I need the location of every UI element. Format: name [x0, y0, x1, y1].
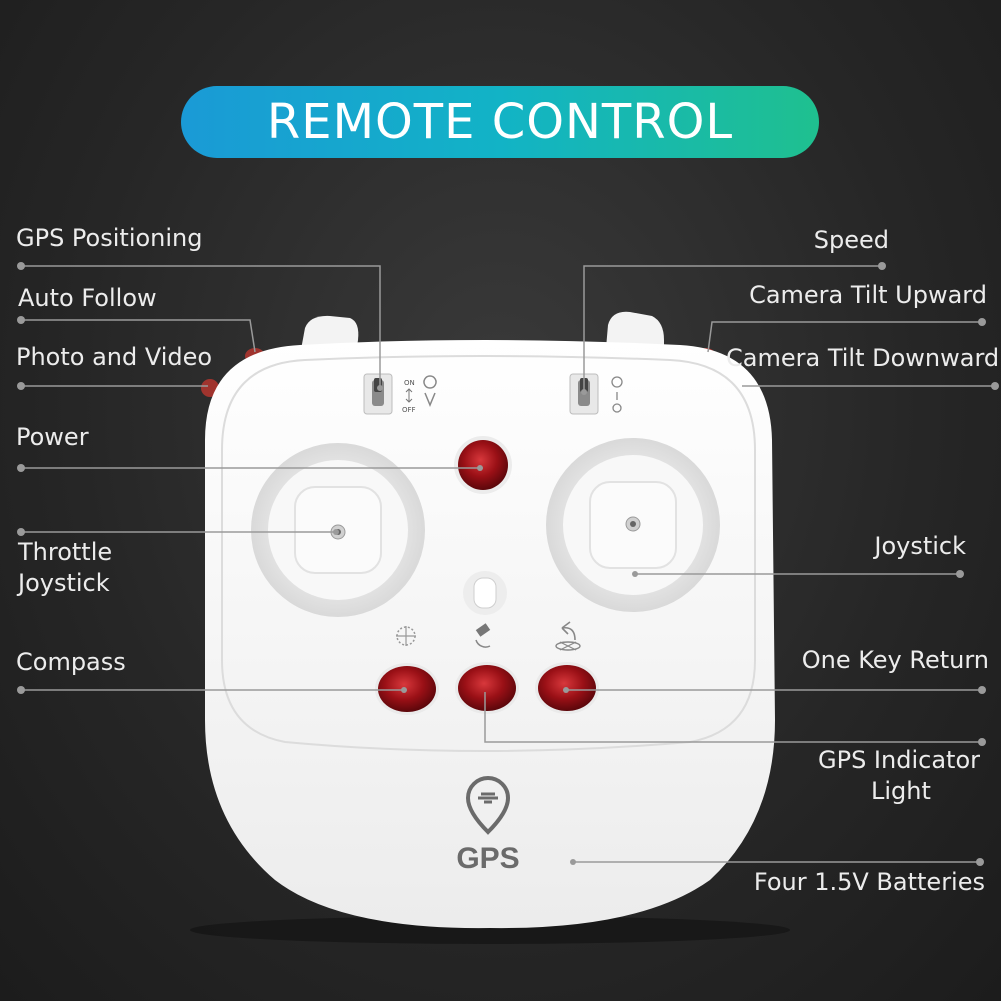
label-power: Power	[16, 423, 89, 451]
return-home-icon	[555, 621, 581, 651]
label-gps-indicator-line1: GPS Indicator	[818, 746, 980, 774]
satellite-icon	[475, 623, 491, 648]
controller-shadow	[190, 916, 790, 944]
gps-positioning-switch[interactable]	[363, 373, 393, 415]
title-banner: REMOTE CONTROL	[181, 86, 819, 158]
compass-icon	[396, 626, 416, 646]
label-throttle-line2: Joystick	[18, 569, 110, 597]
gps-button[interactable]	[458, 665, 516, 711]
switch-off-label: OFF	[402, 406, 416, 414]
label-speed: Speed	[813, 226, 889, 254]
speed-icon	[611, 376, 623, 413]
label-one-key-return: One Key Return	[801, 646, 989, 674]
label-throttle-line1: Throttle	[18, 538, 113, 566]
gps-logo-pin-icon	[465, 775, 511, 835]
leader-dots	[17, 262, 999, 866]
label-photo-video: Photo and Video	[16, 343, 213, 371]
switch-arrow-icon	[405, 388, 413, 403]
gps-brand-text: GPS	[456, 842, 519, 875]
controller-body	[205, 340, 775, 929]
label-camera-tilt-upward: Camera Tilt Upward	[749, 281, 987, 309]
compass-button[interactable]	[378, 666, 436, 712]
leader-lines	[21, 265, 995, 863]
label-camera-tilt-downward: Camera Tilt Downward	[726, 344, 1000, 372]
line-speed	[583, 265, 882, 392]
label-gps-positioning: GPS Positioning	[16, 224, 203, 252]
label-compass: Compass	[16, 648, 126, 676]
line-camera-up	[707, 321, 982, 353]
line-gps-indicator	[484, 692, 982, 743]
power-button[interactable]	[458, 440, 508, 490]
label-gps-indicator-line2: Light	[871, 777, 931, 805]
line-auto-follow	[21, 319, 256, 353]
gps-location-icon	[423, 375, 437, 407]
switch-on-label: ON	[404, 379, 415, 387]
label-joystick: Joystick	[874, 532, 966, 560]
label-auto-follow: Auto Follow	[18, 284, 157, 312]
right-joystick-center	[630, 521, 636, 527]
gps-indicator-light	[473, 577, 497, 609]
label-batteries: Four 1.5V Batteries	[753, 868, 985, 896]
line-gps-positioning	[21, 265, 381, 388]
page-title: REMOTE CONTROL	[266, 94, 734, 150]
